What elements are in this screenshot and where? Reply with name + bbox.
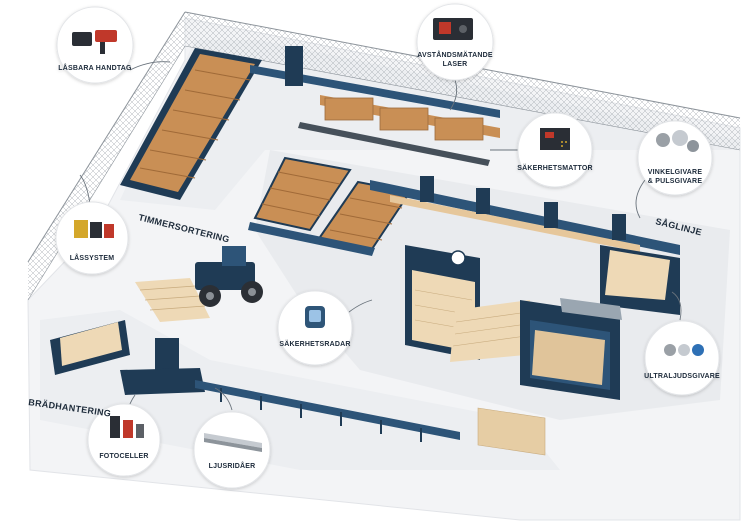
primary-saw-machine: [520, 245, 680, 400]
board-package: [477, 407, 546, 456]
log-infeed-conveyor: [250, 46, 500, 166]
angle-encoder-icon: [656, 130, 699, 152]
log-sorting-bins: [120, 48, 262, 200]
fan-icon: [450, 250, 466, 266]
callout-avstandsmatande-laser: AVSTÅNDSMÄTANDE LASER: [416, 3, 494, 81]
callout-vinkelgivare: VINKELGIVARE & PULSGIVARE: [637, 120, 713, 196]
sawmill-hall: [405, 245, 530, 362]
callout-label-laser-line1: AVSTÅNDSMÄTANDE: [417, 50, 493, 59]
callout-label-vinkelgivare-line2: & PULSGIVARE: [648, 178, 703, 185]
callout-lassystem: LÅSSYSTEM: [55, 201, 129, 275]
callout-label-vinkelgivare-line1: VINKELGIVARE: [648, 169, 703, 176]
callout-label-ljusridaer: LJUSRIDÅER: [209, 461, 256, 470]
callout-label-sakerhetsmattor: SÄKERHETSMATTOR: [517, 164, 592, 172]
callout-ljusridaer: LJUSRIDÅER: [193, 411, 271, 489]
locking-handle-icon: [72, 30, 117, 54]
fence-top: [185, 12, 740, 150]
callout-label-lasbara-handtag: LÅSBARA HANDTAG: [58, 63, 132, 72]
safety-radar-icon: [305, 306, 325, 328]
lock-system-icon: [74, 220, 114, 238]
sawline-log-decks: [248, 156, 412, 256]
board-handling-line: [50, 320, 546, 456]
callout-ultraljudsgivare: ULTRALJUDSGIVARE: [644, 320, 720, 396]
ultrasonic-sensor-icon: [664, 344, 704, 356]
saw-station-4: [612, 214, 626, 240]
callout-label-fotoceller: FOTOCELLER: [99, 453, 148, 460]
safety-mat-icon: [540, 128, 570, 150]
callout-sakerhetsradar: SÄKERHETSRADAR: [277, 290, 353, 366]
callout-fotoceller: FOTOCELLER: [87, 403, 161, 477]
wheel-loader: [135, 246, 263, 322]
callout-label-laser-line2: LASER: [443, 61, 468, 68]
distance-laser-icon: [433, 18, 473, 40]
callout-label-lassystem: LÅSSYSTEM: [70, 253, 115, 262]
callout-lasbara-handtag: LÅSBARA HANDTAG: [56, 6, 134, 84]
saw-station-2: [476, 188, 490, 214]
callout-label-sakerhetsradar: SÄKERHETSRADAR: [279, 340, 350, 348]
saw-station-3: [544, 202, 558, 228]
photocell-icon: [110, 416, 144, 438]
infeed-gate-machine: [285, 46, 303, 86]
saw-station-1: [420, 176, 434, 202]
sawline-conveyor: [370, 176, 680, 255]
light-curtain-icon: [204, 433, 262, 452]
callout-label-ultraljudsgivare: ULTRALJUDSGIVARE: [644, 373, 720, 380]
callout-sakerhetsmattor: SÄKERHETSMATTOR: [517, 112, 593, 188]
